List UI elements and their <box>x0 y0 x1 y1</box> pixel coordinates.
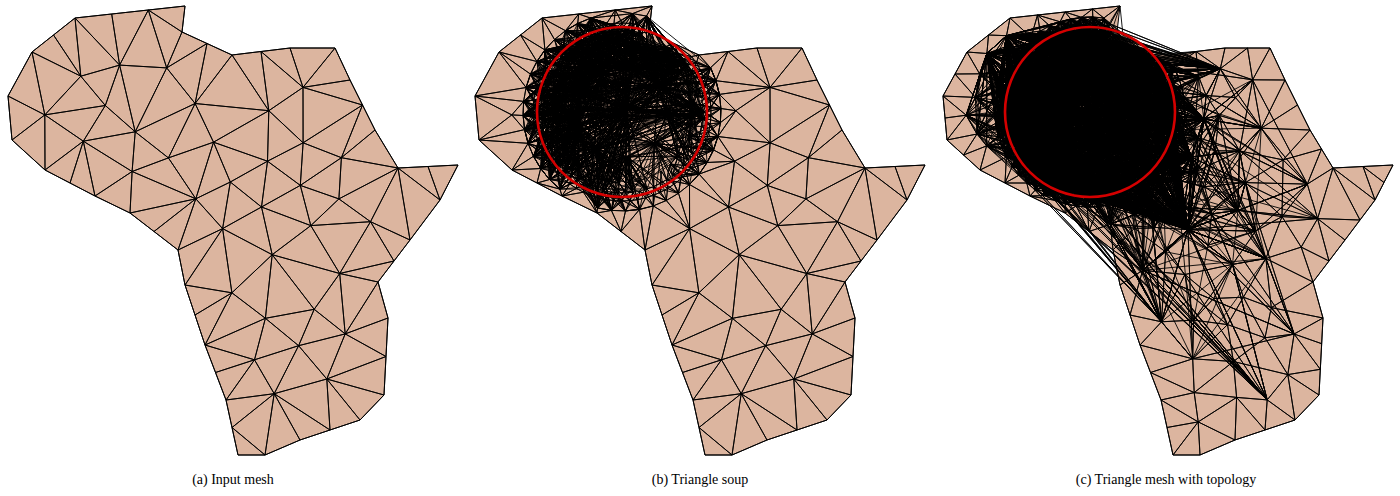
cut-circle <box>537 27 707 197</box>
africa-outline <box>943 6 1393 455</box>
triangle-edges <box>8 6 458 455</box>
triangle-edges <box>943 6 1393 455</box>
panel-caption: (c) Triangle mesh with topology <box>1076 472 1256 488</box>
mesh-panel <box>8 6 458 455</box>
triangle-edges <box>475 6 925 455</box>
panel-caption: (b) Triangle soup <box>652 472 748 488</box>
cut-circle <box>1005 27 1175 197</box>
africa-outline <box>8 6 458 455</box>
mesh-panel <box>475 6 925 455</box>
mesh-panel <box>943 6 1393 455</box>
africa-outline <box>475 6 925 455</box>
panel-caption: (a) Input mesh <box>192 472 274 488</box>
